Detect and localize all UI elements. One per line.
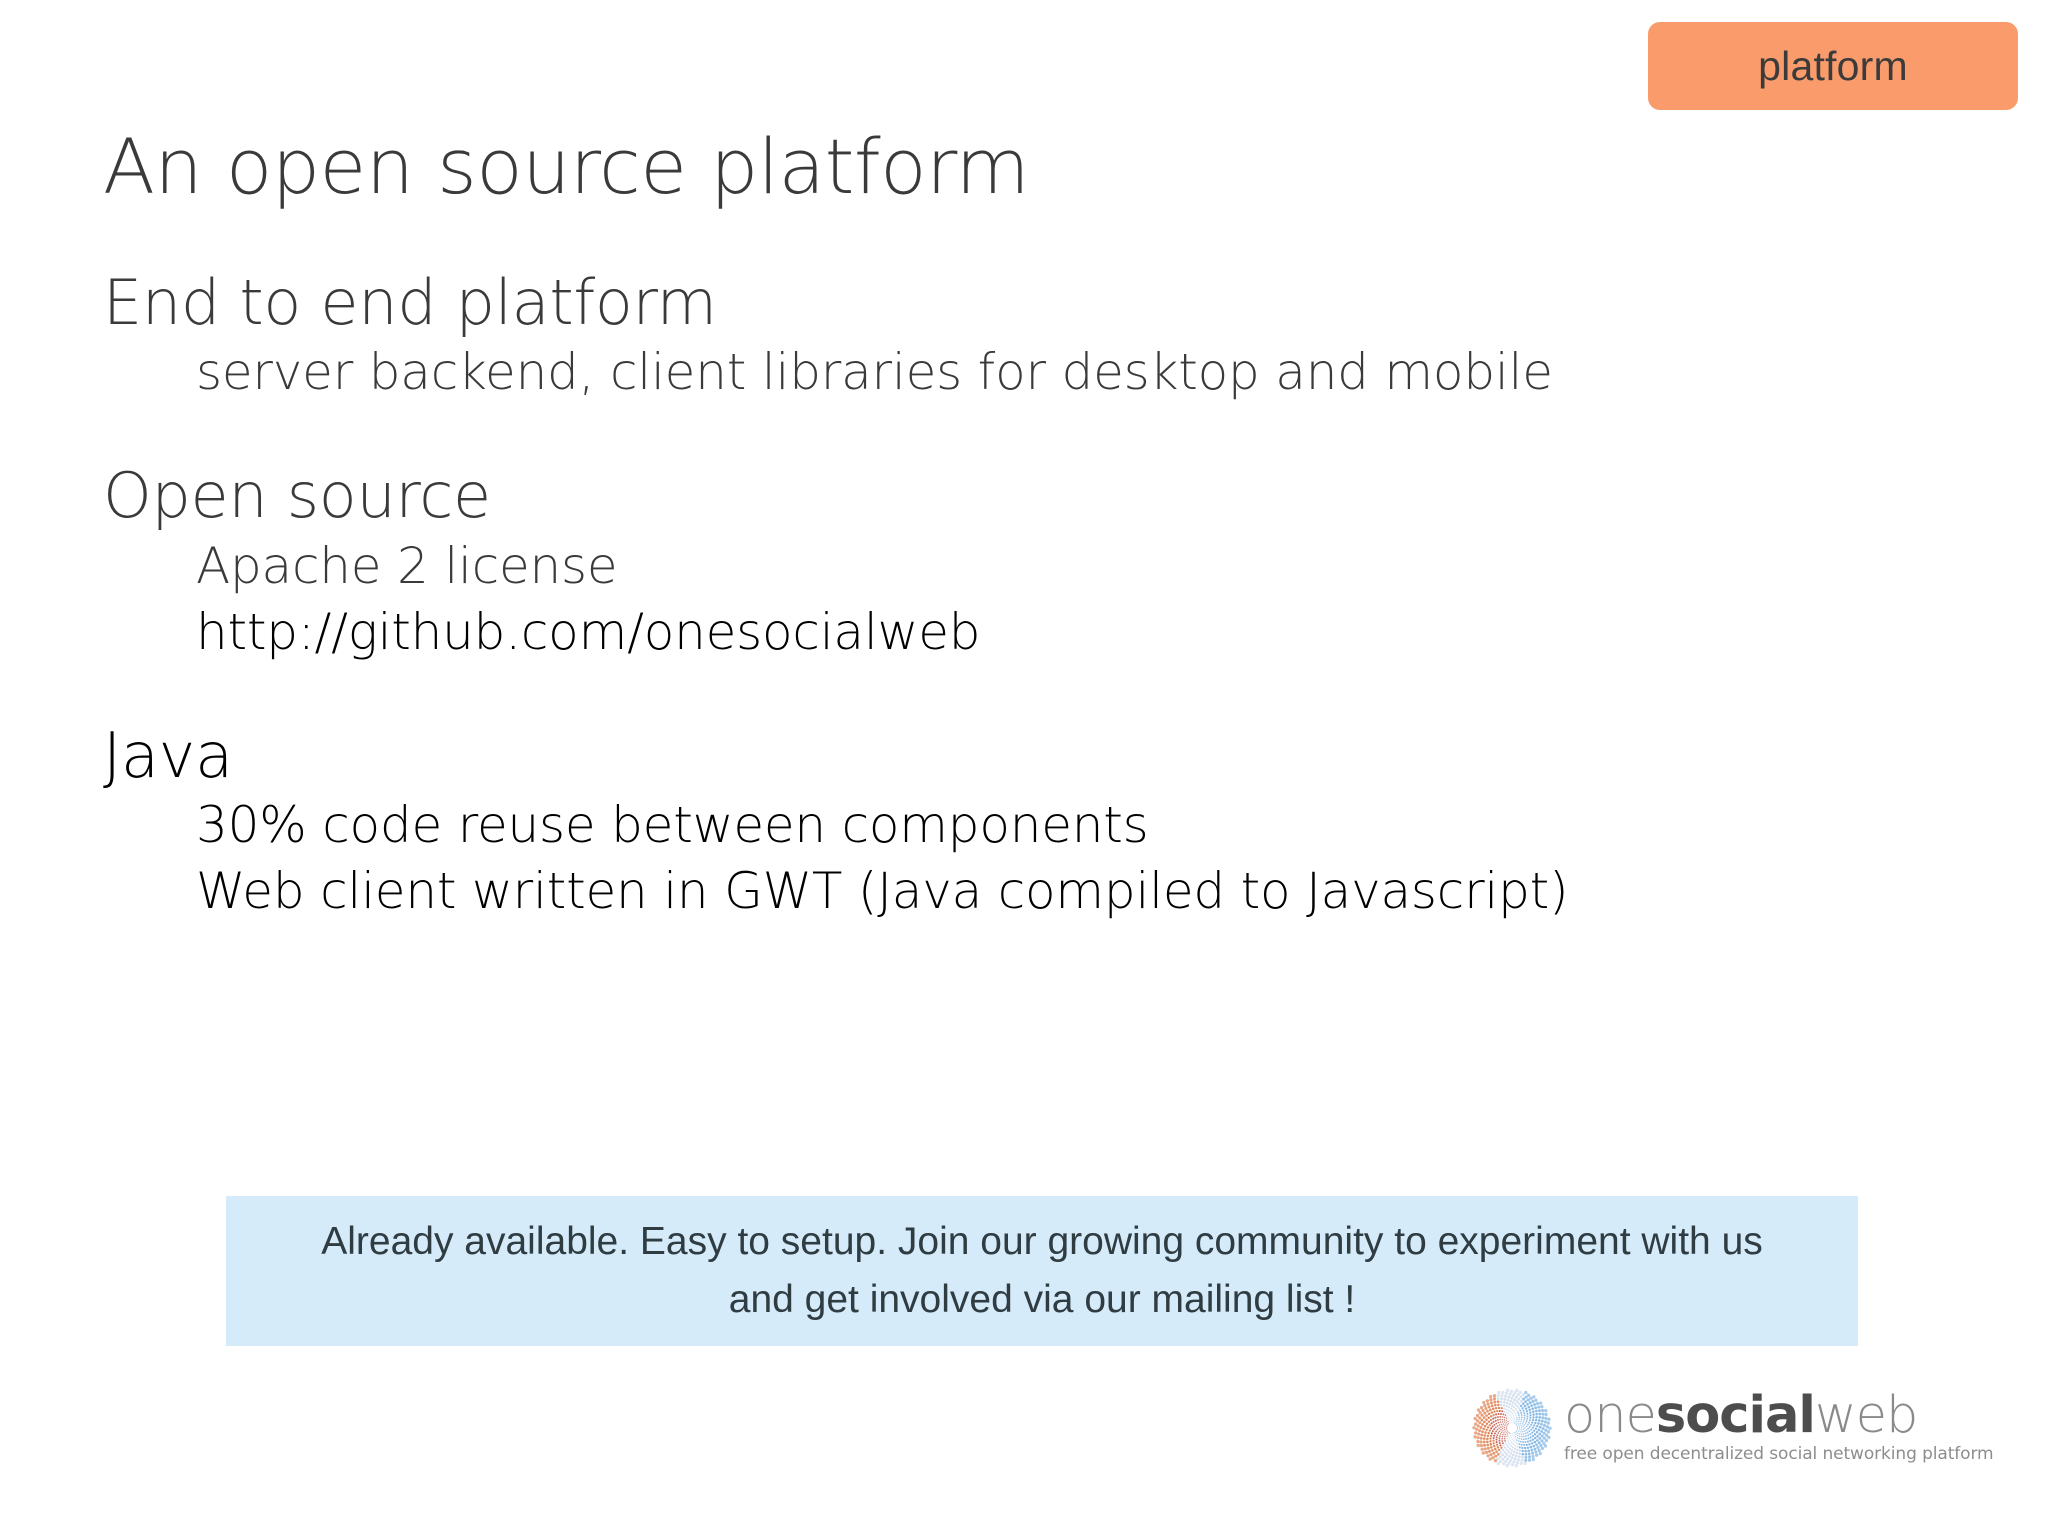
logo-word-one: one [1564, 1386, 1657, 1445]
sub-item: 30% code reuse between components [196, 796, 1149, 855]
sub-item: server backend, client libraries for des… [196, 343, 1553, 402]
sub-item: Web client written in GWT (Java compiled… [196, 862, 1569, 921]
onesocialweb-spiral-icon [1472, 1388, 1552, 1468]
section-badge-label: platform [1758, 42, 1908, 89]
callout-line: Already available. Easy to setup. Join o… [321, 1219, 1763, 1263]
sub-list: server backend, client libraries for des… [103, 339, 1903, 405]
slide-body: End to end platform server backend, clie… [103, 268, 1903, 924]
logo-word-web: web [1814, 1386, 1918, 1445]
logo-word-social: social [1655, 1386, 1816, 1445]
logo-text: onesocialweb free open decentralized soc… [1564, 1386, 1994, 1464]
slide-title: An open source platform [103, 121, 1030, 211]
sub-list: 30% code reuse between components Web cl… [103, 792, 1903, 924]
block-heading: Java [103, 718, 233, 792]
block-heading: Open source [103, 459, 491, 533]
sub-list: Apache 2 license http://github.com/oneso… [103, 533, 1903, 665]
content-block-end-to-end-platform: End to end platform server backend, clie… [103, 268, 1903, 405]
logo-wordmark: onesocialweb [1564, 1389, 1994, 1442]
callout-box: Already available. Easy to setup. Join o… [226, 1196, 1858, 1346]
sub-item: Apache 2 license [196, 536, 618, 595]
content-block-open-source: Open source Apache 2 license http://gith… [103, 461, 1903, 664]
brand-logo: onesocialweb free open decentralized soc… [1472, 1386, 1994, 1472]
section-badge: platform [1648, 22, 2018, 110]
logo-tagline: free open decentralized social networkin… [1564, 1444, 1994, 1465]
sub-item-repository-url[interactable]: http://github.com/onesocialweb [196, 602, 981, 661]
content-block-java: Java 30% code reuse between components W… [103, 718, 1903, 924]
callout-line: and get involved via our mailing list ! [728, 1278, 1356, 1321]
block-heading: End to end platform [103, 266, 717, 339]
